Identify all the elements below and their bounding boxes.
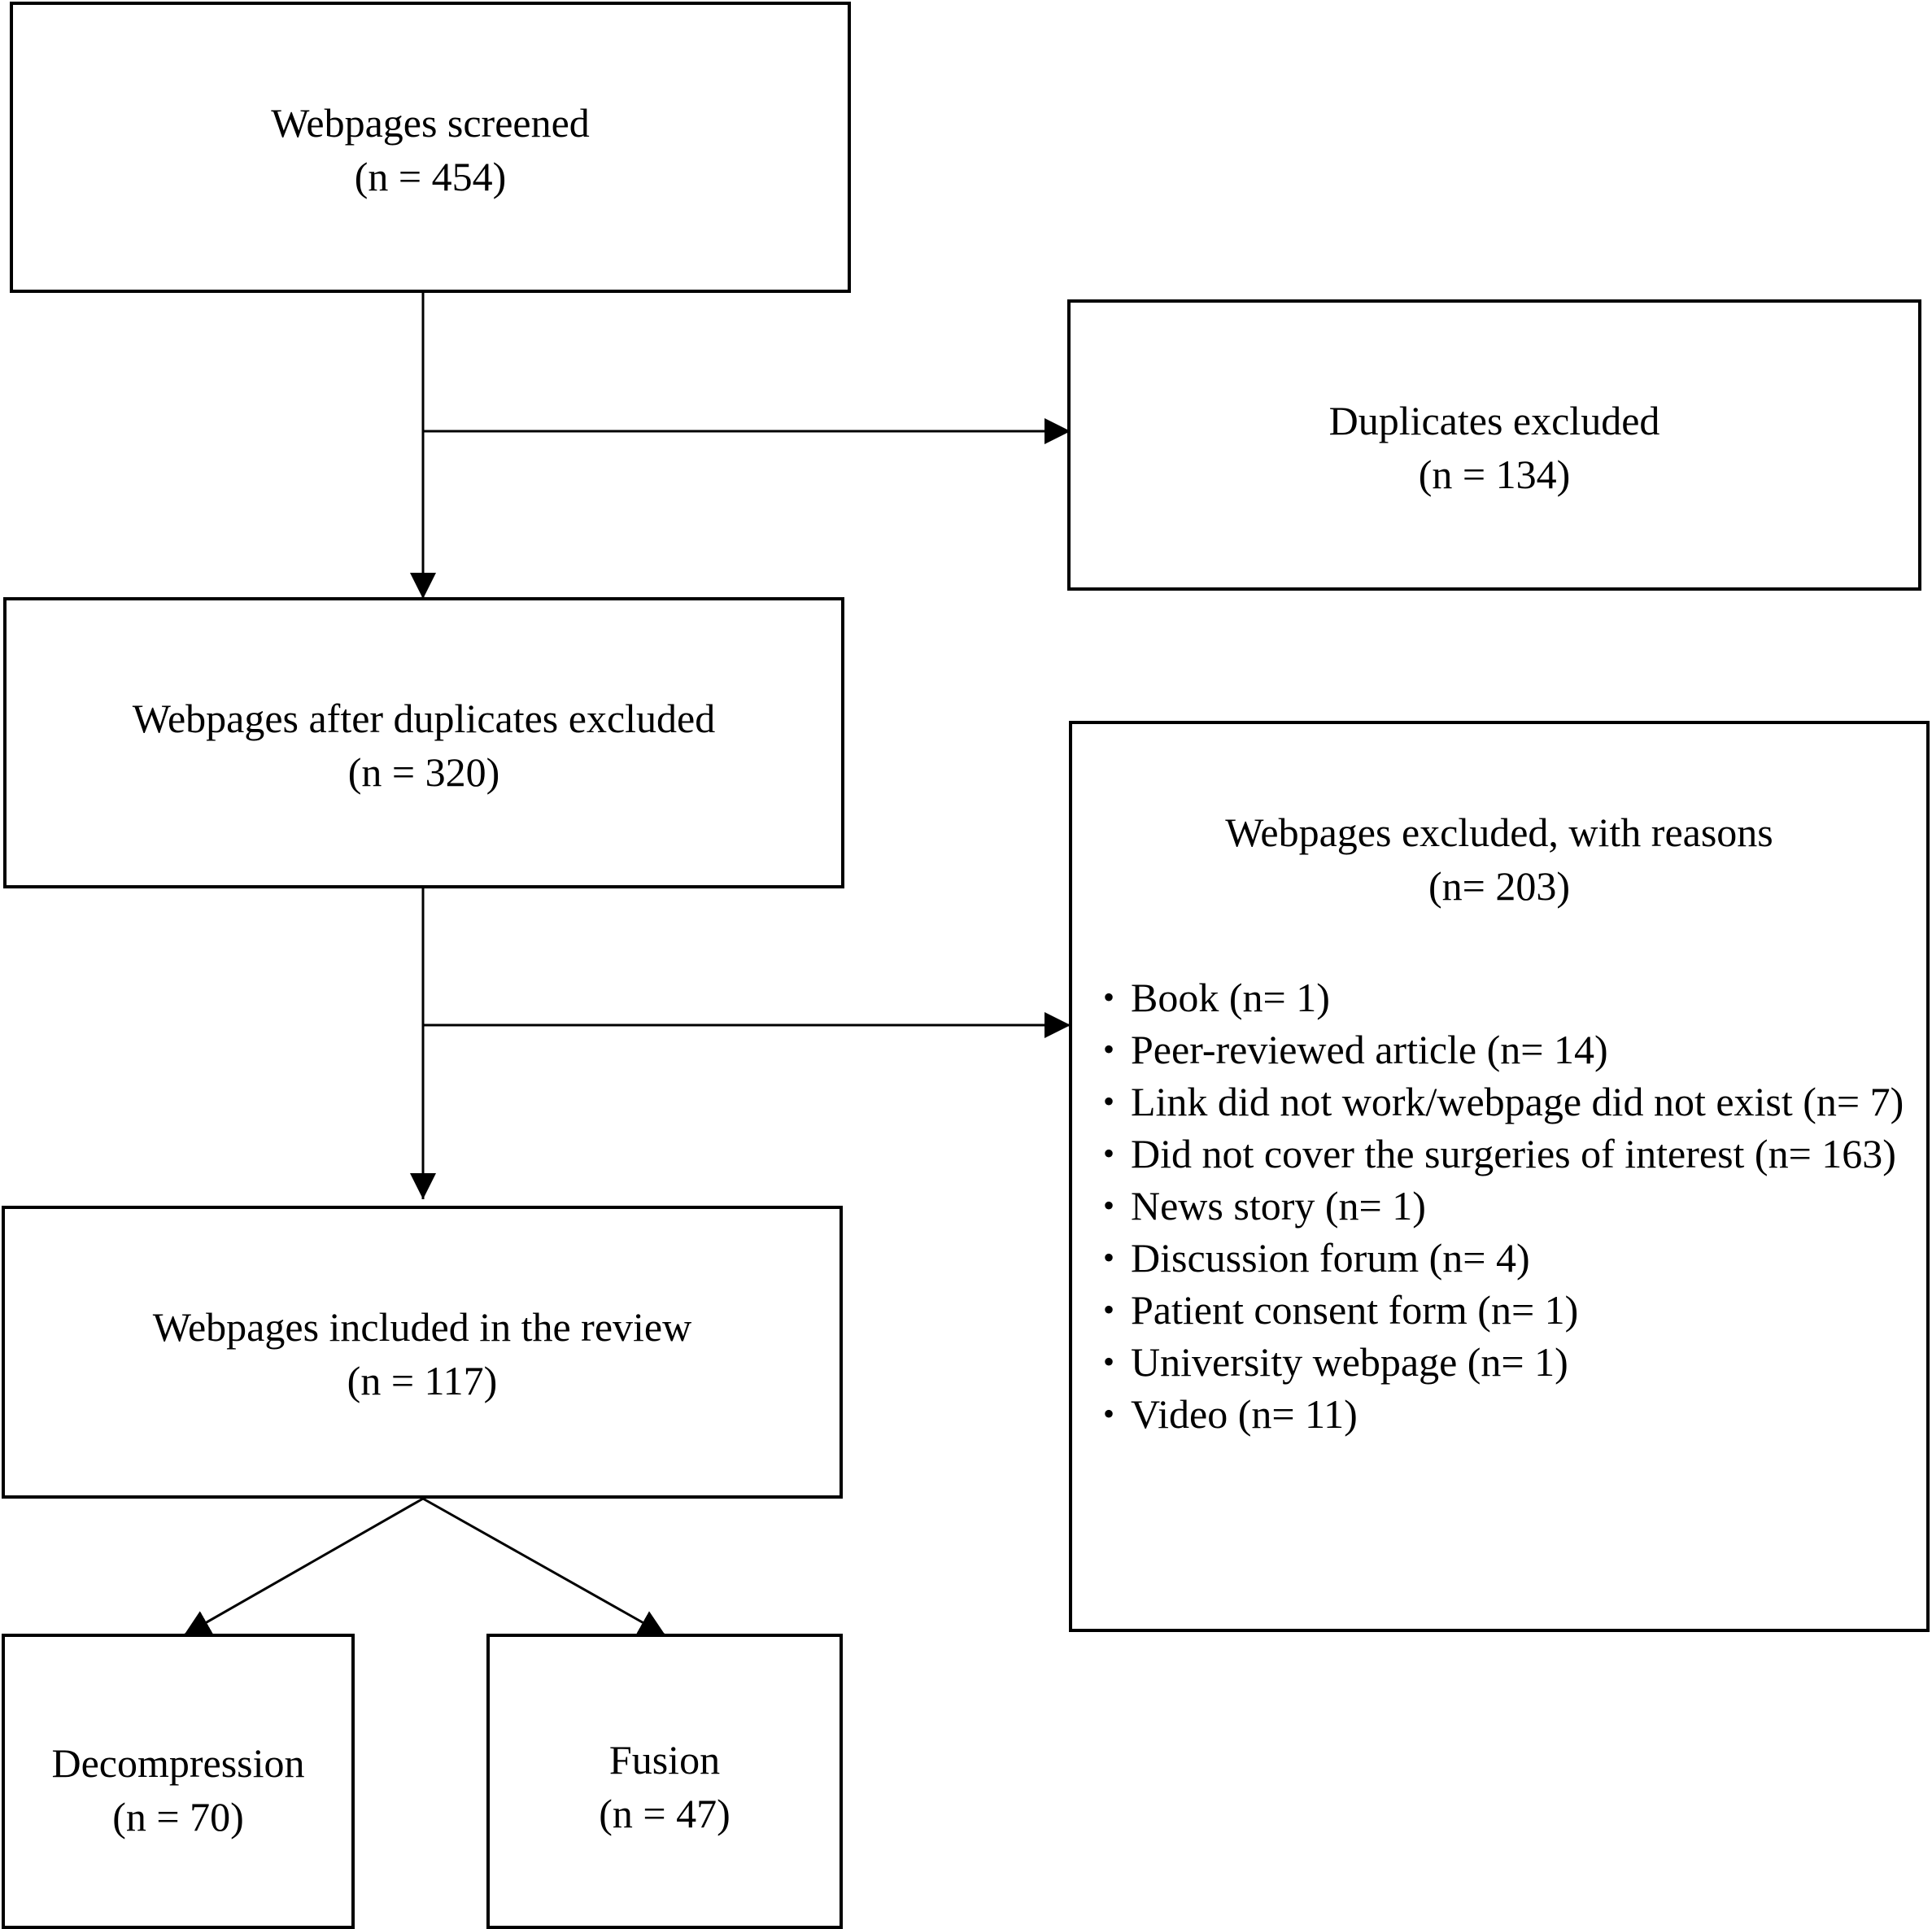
box-count: (n = 320)	[347, 749, 500, 795]
box-count: (n = 134)	[1418, 452, 1571, 497]
reason-item: Did not cover the surgeries of interest …	[1103, 1128, 1910, 1180]
box-fusion: Fusion (n = 47)	[486, 1634, 843, 1929]
box-webpages-screened: Webpages screened (n = 454)	[10, 2, 851, 293]
box-count: (n = 454)	[354, 154, 507, 199]
box-title: Webpages included in the review	[152, 1304, 692, 1350]
box-count: (n = 117)	[347, 1358, 498, 1403]
arrow-to-decompression	[183, 1497, 424, 1637]
box-title: Webpages screened	[271, 100, 590, 146]
box-included-in-review: Webpages included in the review (n = 117…	[2, 1206, 843, 1499]
box-title: Decompression	[51, 1740, 305, 1786]
box-duplicates-excluded: Duplicates excluded (n = 134)	[1067, 299, 1921, 591]
reason-item: Video (n= 11)	[1103, 1388, 1910, 1440]
box-excluded-with-reasons: Webpages excluded, with reasons (n= 203)…	[1069, 721, 1930, 1632]
box-count: (n = 47)	[599, 1791, 730, 1836]
box-title: Webpages after duplicates excluded	[132, 696, 716, 741]
reason-item: Book (n= 1)	[1103, 971, 1910, 1023]
exclusion-reasons-list: Book (n= 1) Peer-reviewed article (n= 14…	[1103, 971, 1910, 1440]
arrow-to-fusion	[422, 1497, 666, 1637]
box-title: Webpages excluded, with reasons	[1225, 810, 1773, 855]
box-count: (n = 70)	[112, 1794, 244, 1840]
box-decompression: Decompression (n = 70)	[2, 1634, 355, 1929]
box-title: Fusion	[608, 1737, 721, 1783]
box-after-duplicates: Webpages after duplicates excluded (n = …	[3, 597, 844, 888]
reason-item: News story (n= 1)	[1103, 1180, 1910, 1232]
box-count: (n= 203)	[1428, 863, 1570, 909]
reason-item: Link did not work/webpage did not exist …	[1103, 1076, 1910, 1128]
box-title: Duplicates excluded	[1328, 398, 1660, 443]
reason-item: Discussion forum (n= 4)	[1103, 1232, 1910, 1284]
reason-item: Patient consent form (n= 1)	[1103, 1284, 1910, 1336]
reason-item: Peer-reviewed article (n= 14)	[1103, 1023, 1910, 1076]
reason-item: University webpage (n= 1)	[1103, 1336, 1910, 1388]
